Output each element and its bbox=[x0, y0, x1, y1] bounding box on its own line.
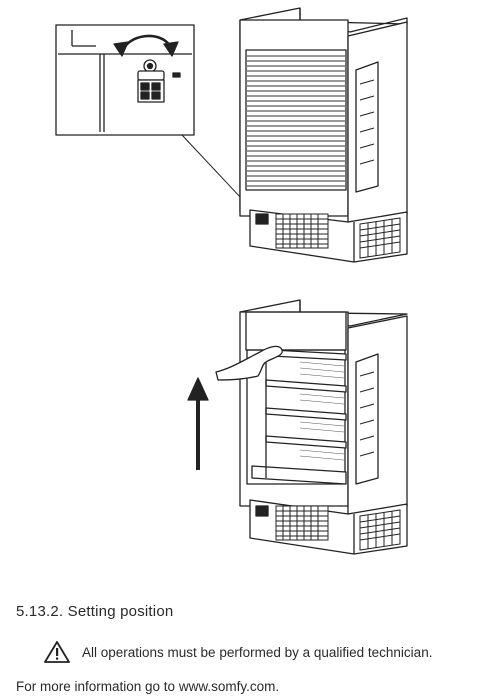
info-text: For more information go to www.somfy.com… bbox=[16, 679, 280, 694]
vent-grille-side-2 bbox=[359, 509, 401, 551]
cabinet-open bbox=[239, 299, 408, 555]
figure-closed-cabinet bbox=[55, 7, 408, 263]
warning-note: All operations must be performed by a qu… bbox=[44, 640, 432, 664]
hand-icon bbox=[215, 345, 283, 381]
shelves bbox=[251, 349, 347, 485]
vent-grille-side bbox=[359, 217, 401, 259]
warning-text: All operations must be performed by a qu… bbox=[82, 644, 433, 660]
vent-grille-front bbox=[275, 213, 329, 249]
warning-triangle-icon bbox=[44, 641, 70, 663]
section-heading: 5.13.2. Setting position bbox=[16, 603, 174, 620]
vent-grille-front-2 bbox=[275, 505, 329, 541]
figure-open-cabinet bbox=[187, 299, 408, 555]
up-arrow-icon bbox=[187, 377, 209, 470]
switch-icon bbox=[137, 59, 181, 103]
